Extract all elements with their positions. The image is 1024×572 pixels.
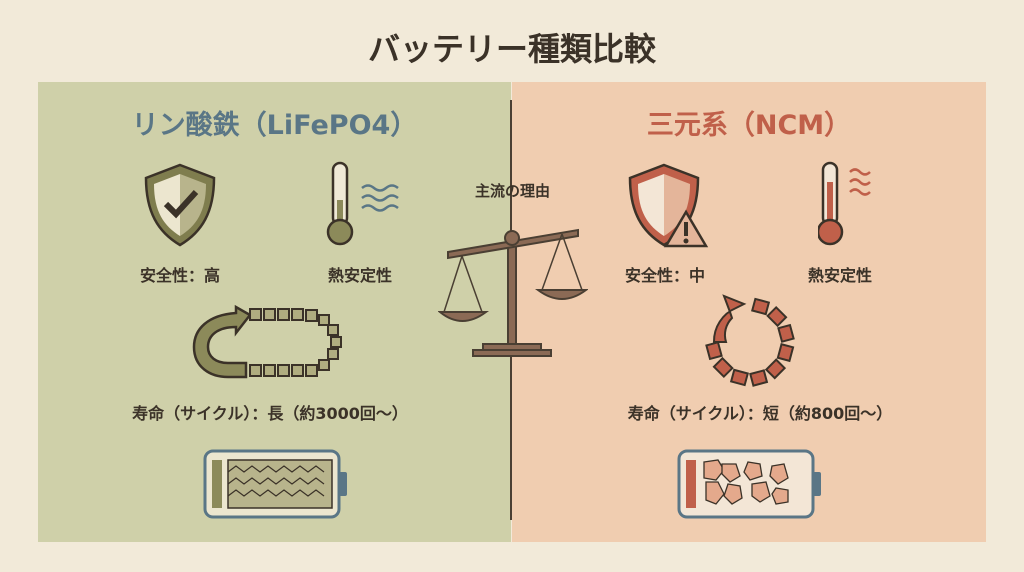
long-cycle-icon (192, 304, 342, 379)
ncm-life-label: 寿命（サイクル）：短（約800回〜） (627, 404, 893, 423)
ncm-heading: 三元系（NCM） (646, 110, 852, 141)
ncm-safety-label: 安全性：中 (624, 266, 705, 285)
shield-check-icon (144, 163, 216, 247)
lifepo4-thermal-label: 熱安定性 (327, 266, 392, 285)
short-cycle-icon (705, 294, 795, 387)
shield-warning-icon (628, 163, 709, 248)
thermometer-icon (326, 161, 399, 246)
page-title: バッテリー種類比較 (367, 30, 656, 68)
thermometer-hot-icon (818, 161, 871, 246)
lifepo4-battery-icon (203, 449, 347, 519)
ncm-battery-icon (677, 449, 821, 519)
ncm-thermal-label: 熱安定性 (807, 266, 872, 285)
balance-scale-icon (438, 228, 588, 357)
lifepo4-life-label: 寿命（サイクル）：長（約3000回〜） (132, 404, 408, 423)
center-label: 主流の理由 (474, 182, 550, 200)
lifepo4-safety-label: 安全性：高 (139, 266, 220, 285)
lifepo4-heading: リン酸鉄（LiFePO4） (131, 110, 418, 141)
